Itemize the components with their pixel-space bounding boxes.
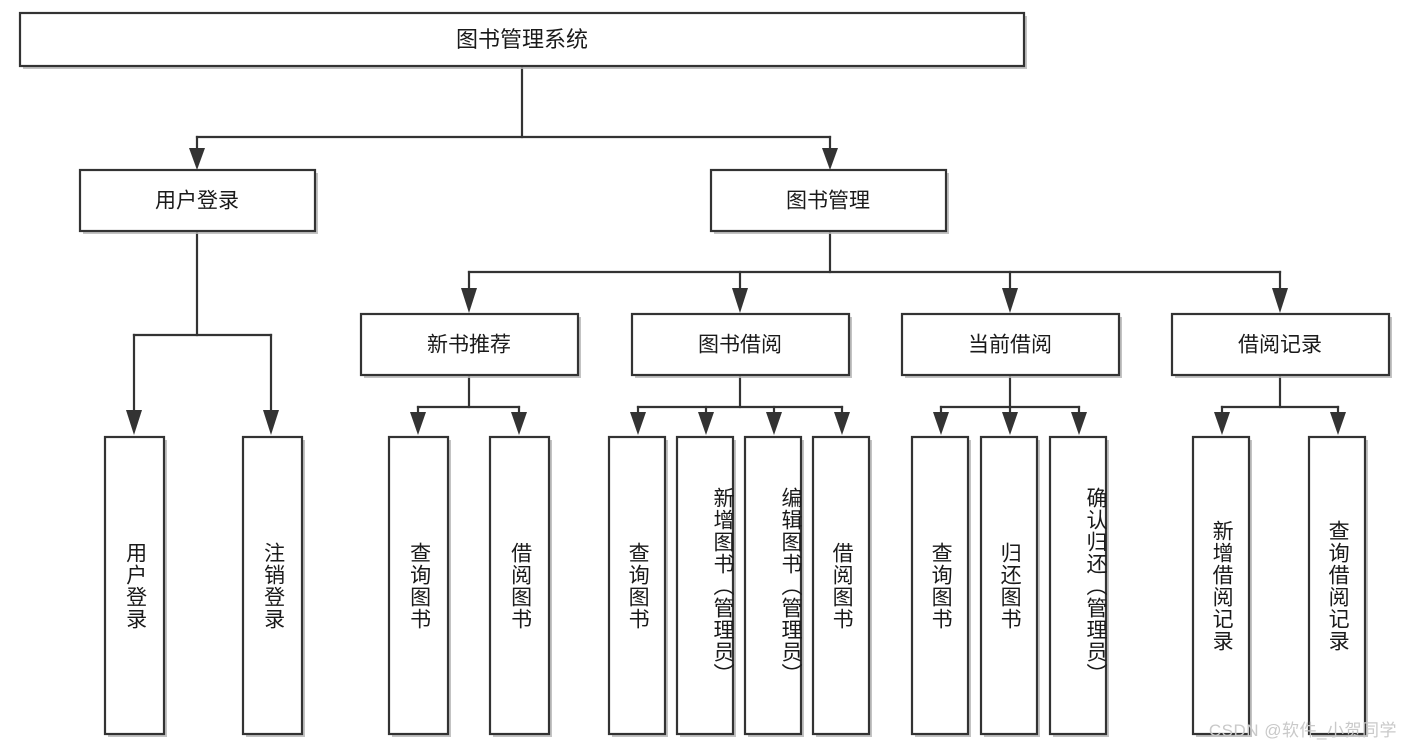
arrow-head-leaf-add-book [698, 412, 714, 435]
arrow-head-borrow-record [1272, 288, 1288, 313]
leaf-user-login-box[interactable] [103, 435, 166, 736]
node-root-label: 图书管理系统 [456, 27, 588, 52]
leaf-borrow-book-1-box[interactable] [488, 435, 551, 736]
node-root-box [18, 11, 1026, 68]
arrow-head-leaf-logout-login [263, 410, 279, 435]
arrow-head-current-borrow [1002, 288, 1018, 313]
leaf-add-record-box[interactable] [1191, 435, 1251, 736]
node-new-book-rec-label: 新书推荐 [427, 334, 511, 357]
leaf-confirm-return-box[interactable] [1048, 435, 1108, 736]
node-user-login-box [78, 168, 317, 233]
arrow-head-book-manage [822, 148, 838, 170]
arrow-head-leaf-query-book-3 [933, 412, 949, 435]
arrow-head-leaf-borrow-book-2 [834, 412, 850, 435]
csdn-watermark: CSDN @软件_小贺同学 [1208, 721, 1397, 740]
node-book-borrow[interactable]: 图书借阅 [630, 312, 852, 378]
leaf-query-book-1-box[interactable] [387, 435, 450, 736]
arrow-head-leaf-borrow-book-1 [511, 412, 527, 435]
arrow-head-book-borrow [732, 288, 748, 313]
arrow-head-leaf-edit-book [766, 412, 782, 435]
node-root[interactable]: 图书管理系统 [18, 11, 1027, 69]
leaf-borrow-book-2-box[interactable] [811, 435, 871, 736]
node-book-manage-label: 图书管理 [786, 190, 870, 213]
arrow-head-leaf-add-record [1214, 412, 1230, 435]
node-new-book-rec-box [359, 312, 580, 377]
leaf-query-book-3-box[interactable] [910, 435, 970, 736]
leaf-add-book-box[interactable] [675, 435, 735, 736]
arrow-head-leaf-query-record [1330, 412, 1346, 435]
connector-layer [126, 65, 1346, 435]
arrow-head-leaf-query-book-1 [410, 412, 426, 435]
node-current-borrow-label: 当前借阅 [968, 334, 1052, 357]
leaf-return-book-box[interactable] [979, 435, 1039, 736]
node-book-manage-box [709, 168, 948, 233]
node-current-borrow[interactable]: 当前借阅 [900, 312, 1122, 378]
node-borrow-record-box [1170, 312, 1391, 377]
leaf-query-record-box[interactable] [1307, 435, 1367, 736]
arrow-head-new-book-rec [461, 288, 477, 313]
leaf-edit-book-box[interactable] [743, 435, 803, 736]
leaf-logout-login-box[interactable] [241, 435, 304, 736]
arrow-head-leaf-user-login [126, 410, 142, 435]
node-current-borrow-box [900, 312, 1121, 377]
leaf-query-book-2-box[interactable] [607, 435, 667, 736]
arrow-head-leaf-return-book [1002, 412, 1018, 435]
node-user-login-label: 用户登录 [155, 190, 239, 213]
leaf-boxes [103, 435, 1368, 737]
node-book-borrow-label: 图书借阅 [698, 334, 782, 357]
arrow-head-user-login [189, 148, 205, 170]
node-user-login[interactable]: 用户登录 [78, 168, 318, 234]
arrow-head-leaf-query-book-2 [630, 412, 646, 435]
arrow-head-leaf-confirm-return [1071, 412, 1087, 435]
node-new-book-rec[interactable]: 新书推荐 [359, 312, 581, 378]
node-book-borrow-box [630, 312, 851, 377]
node-borrow-record[interactable]: 借阅记录 [1170, 312, 1392, 378]
node-book-manage[interactable]: 图书管理 [709, 168, 949, 234]
node-borrow-record-label: 借阅记录 [1238, 334, 1322, 357]
